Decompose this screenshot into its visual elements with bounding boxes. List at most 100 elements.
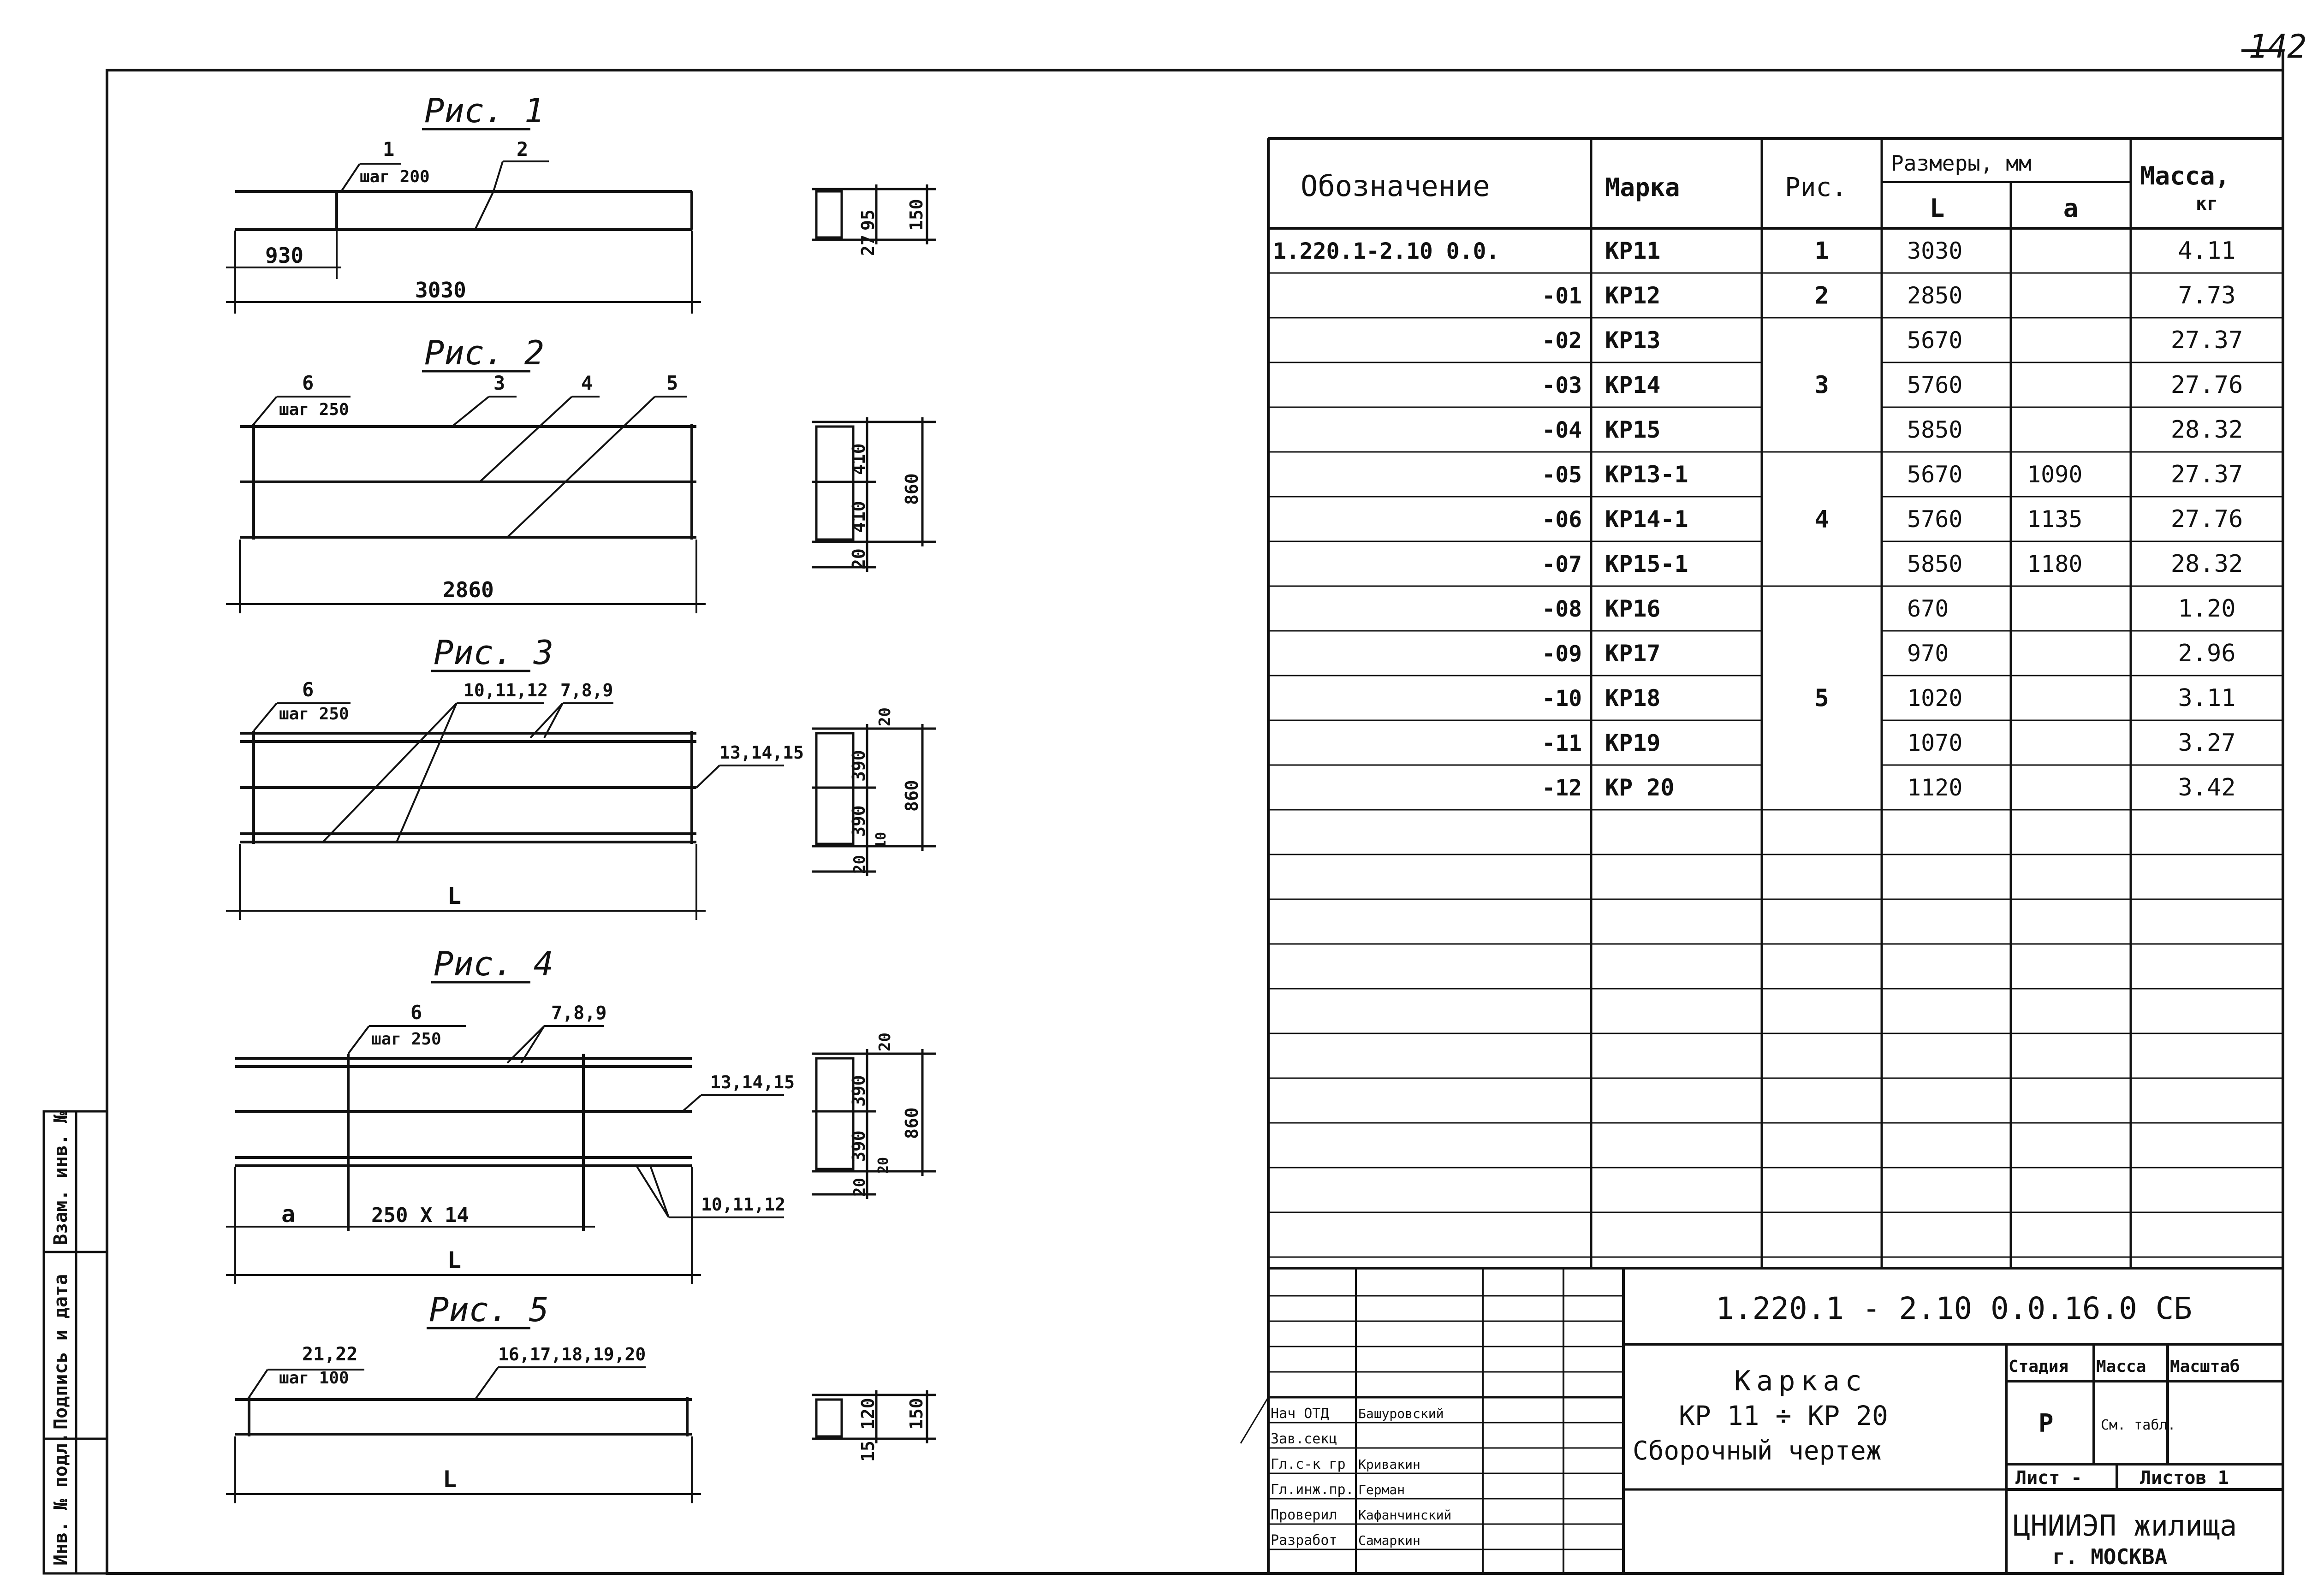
figure-5-title: Рис. 5 — [429, 1290, 549, 1329]
figure-3-step: шаг 250 — [279, 705, 349, 724]
figure-1-section-dim-27: 27 — [858, 235, 878, 256]
signer-name: Башуровский — [1358, 1406, 1444, 1421]
row-mass: 27.76 — [2171, 371, 2243, 399]
figure-2-section-dim-410a: 410 — [849, 501, 869, 533]
figure-3-section-dim-390a: 390 — [849, 805, 869, 837]
side-stamp-signature: Подпись и дата — [50, 1274, 71, 1430]
signer-role: Зав.секц — [1271, 1431, 1337, 1447]
header-L: L — [1930, 194, 1945, 223]
signer-role: Гл.инж.пр. — [1271, 1482, 1354, 1498]
row-designation: -04 — [1542, 417, 1582, 443]
side-stamp-inv: Инв. № подл. — [50, 1432, 71, 1566]
row-mass: 28.32 — [2171, 550, 2243, 578]
figure-4-callout-6: 6 — [410, 1001, 422, 1024]
header-mass-unit: кг — [2196, 193, 2218, 214]
row-mark: КР16 — [1605, 595, 1660, 622]
figure-2-step: шаг 250 — [279, 400, 349, 419]
doc-code: 1.220.1 - 2.10 0.0.16.0 СБ — [1716, 1291, 2192, 1326]
row-L: 1020 — [1907, 685, 1962, 712]
figure-1-step: шаг 200 — [360, 167, 430, 186]
figure-2: Рис. 2 6 3 4 5 шаг 250 2860 — [226, 333, 936, 613]
figure-1-title: Рис. 1 — [424, 91, 544, 130]
side-stamp-vzam: Взам. инв. № — [50, 1112, 71, 1245]
row-designation: -11 — [1542, 730, 1582, 756]
figure-2-dim-2860: 2860 — [443, 577, 494, 602]
org-line2: г. МОСКВА — [2052, 1544, 2167, 1569]
row-L: 5850 — [1907, 551, 1962, 577]
mass-label: Масса — [2096, 1357, 2146, 1376]
row-designation: -03 — [1542, 373, 1582, 398]
figure-3: Рис. 3 6 10,11,12 7,8,9 13,14 — [226, 633, 936, 920]
row-mass: 3.27 — [2178, 729, 2235, 757]
figure-4-section-dim-20b: 20 — [875, 1157, 891, 1174]
side-stamp — [42, 1110, 108, 1575]
signer-name: Кафанчинский — [1358, 1507, 1451, 1523]
row-a: 1135 — [2027, 506, 2082, 533]
row-L: 670 — [1907, 595, 1949, 622]
row-mark: КР13-1 — [1605, 461, 1688, 488]
header-fig: Рис. — [1785, 172, 1847, 202]
row-L: 5760 — [1907, 506, 1962, 533]
page-number: 142 — [2248, 28, 2306, 65]
row-a: 1180 — [2027, 551, 2082, 577]
row-L: 1070 — [1907, 730, 1962, 756]
row-mass: 3.11 — [2178, 684, 2235, 712]
row-mark: КР 20 — [1605, 774, 1675, 801]
figure-4-section-dim-860: 860 — [902, 1107, 922, 1139]
row-designation: -12 — [1542, 775, 1582, 801]
row-a: 1090 — [2027, 461, 2082, 488]
row-mass: 3.42 — [2178, 774, 2235, 801]
row-mark: КР13 — [1605, 327, 1660, 354]
row-designation: -10 — [1542, 686, 1582, 712]
figure-3-callout-13-14-15: 13,14,15 — [719, 742, 804, 763]
drawing-name-line3: Сборочный чертеж — [1633, 1436, 1881, 1466]
row-mass: 27.76 — [2171, 505, 2243, 533]
figure-5-section-dim-15: 15 — [858, 1441, 878, 1462]
figure-3-section-dim-390b: 390 — [849, 750, 869, 782]
figure-4-section-dim-390b: 390 — [849, 1075, 869, 1107]
signer-name: Кривакин — [1358, 1457, 1420, 1472]
row-mark: КР17 — [1605, 640, 1660, 667]
row-designation: -09 — [1542, 641, 1582, 667]
sheets-label: Листов 1 — [2140, 1467, 2229, 1489]
header-mark: Марка — [1605, 173, 1680, 202]
row-L: 5670 — [1907, 327, 1962, 354]
figure-5-step: шаг 100 — [279, 1369, 349, 1388]
stage-value: Р — [2039, 1409, 2054, 1438]
figure-3-callout-7-8-9: 7,8,9 — [560, 680, 613, 700]
row-mass: 28.32 — [2171, 416, 2243, 444]
row-fig: 4 — [1814, 506, 1829, 534]
row-L: 1120 — [1907, 774, 1962, 801]
row-designation: -07 — [1542, 552, 1582, 577]
mass-value: См. табл. — [2101, 1417, 2176, 1433]
figure-5-dim-L: L — [443, 1466, 457, 1493]
row-mark: КР18 — [1605, 685, 1660, 712]
figure-3-dim-L: L — [447, 883, 461, 909]
signer-name: Герман — [1358, 1482, 1405, 1497]
figure-2-title: Рис. 2 — [424, 333, 544, 372]
header-a: a — [2063, 194, 2079, 223]
row-mass: 27.37 — [2171, 326, 2243, 354]
row-mark: КР19 — [1605, 730, 1660, 756]
signer-name: Самаркин — [1358, 1533, 1420, 1548]
figure-3-section-dim-860: 860 — [902, 780, 922, 812]
row-mark: КР15-1 — [1605, 551, 1688, 577]
row-mark: КР14-1 — [1605, 506, 1688, 533]
drawing-name-line2: КР 11 ÷ КР 20 — [1679, 1400, 1888, 1431]
header-sizes: Размеры, мм — [1891, 151, 2032, 176]
figure-1-section-dim-150: 150 — [906, 199, 927, 231]
figure-1-dim-3030: 3030 — [415, 278, 466, 303]
row-mass: 1.20 — [2178, 595, 2235, 623]
row-mark: КР12 — [1605, 282, 1660, 309]
figure-1-dim-930: 930 — [265, 243, 303, 268]
figure-2-section-dim-20: 20 — [849, 548, 869, 570]
row-mass: 7.73 — [2178, 282, 2235, 309]
org-line1: ЦНИИЭП жилища — [2013, 1509, 2237, 1543]
row-designation: -08 — [1542, 596, 1582, 622]
row-L: 5670 — [1907, 461, 1962, 488]
figure-1: Рис. 1 1 2 шаг 200 930 3030 — [226, 91, 936, 314]
figure-4-title: Рис. 4 — [434, 944, 553, 983]
row-mass: 4.11 — [2178, 237, 2235, 265]
